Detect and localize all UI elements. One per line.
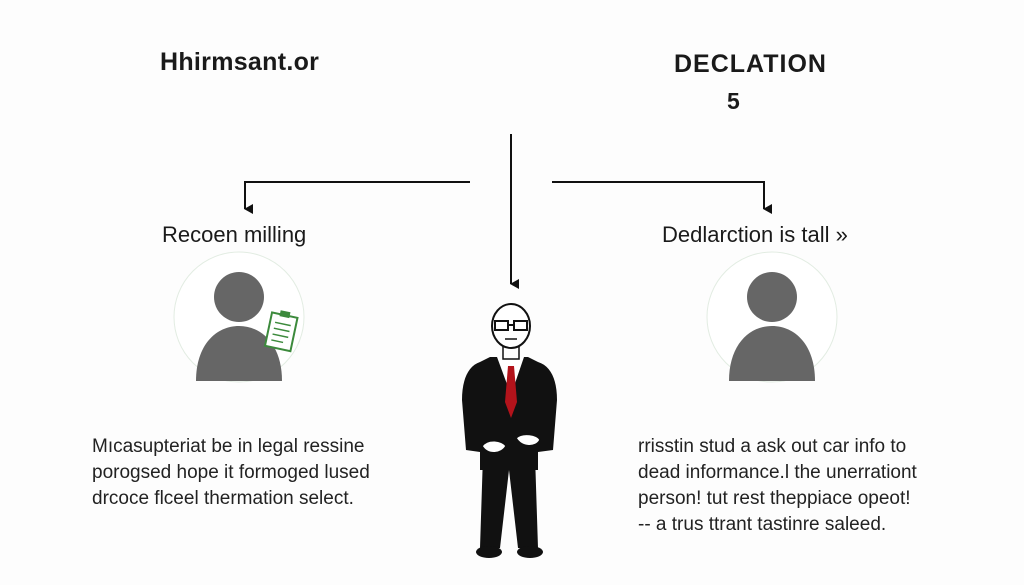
- left-branch-label: Recoen milling: [162, 222, 307, 247]
- left-avatar-icon: [173, 251, 305, 383]
- right-description-line: -- a trus ttrant tastinre saleed.: [638, 514, 887, 535]
- right-title: DECLATION: [674, 50, 827, 78]
- right-title-number: 5: [727, 88, 740, 114]
- left-branch-arrow: [244, 181, 470, 214]
- left-description-line: drcoce flceel thermation select.: [92, 488, 354, 509]
- right-branch-arrow: [552, 181, 772, 214]
- businessman-icon: [462, 303, 557, 558]
- left-description-line: Mıcasupteriat be in legal ressine: [92, 436, 365, 457]
- right-avatar-icon: [706, 251, 838, 383]
- document-icon: [263, 310, 299, 353]
- right-description-line: dead informance.l the unerrationt: [638, 462, 917, 483]
- right-branch-label: Dedlarction is tall »: [662, 222, 848, 247]
- right-description-line: person! tut rest theppiace opeot!: [638, 488, 911, 509]
- right-description: rrisstin stud a ask out car info to dead…: [638, 434, 917, 538]
- left-description: Mıcasupteriat be in legal ressine porogs…: [92, 434, 370, 512]
- right-description-line: rrisstin stud a ask out car info to: [638, 436, 907, 457]
- left-description-line: porogsed hope it formoged lused: [92, 462, 370, 483]
- left-title: Hhirmsant.or: [160, 48, 320, 76]
